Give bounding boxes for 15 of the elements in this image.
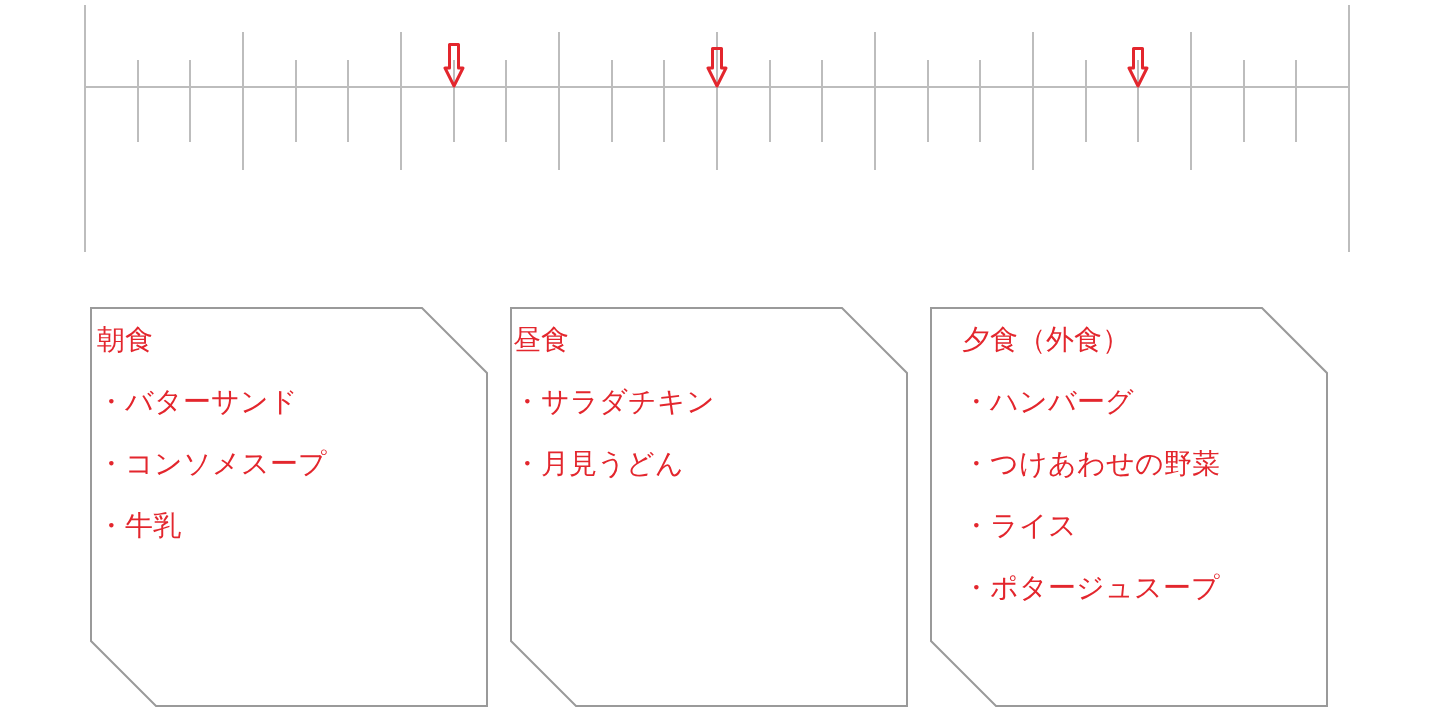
meal-heading: 朝食 xyxy=(97,322,153,358)
menu-item: ・バターサンド xyxy=(97,384,298,420)
menu-item: ・月見うどん xyxy=(513,446,684,482)
menu-item: ・牛乳 xyxy=(97,508,181,544)
menu-item: ・つけあわせの野菜 xyxy=(962,446,1220,482)
meal-heading: 夕食（外食） xyxy=(962,322,1130,358)
menu-item: ・ポタージュスープ xyxy=(962,570,1220,606)
menu-item: ・コンソメスープ xyxy=(97,446,327,482)
menu-item: ・ライス xyxy=(962,508,1077,544)
menu-item: ・ハンバーグ xyxy=(962,384,1134,420)
menu-item: ・サラダチキン xyxy=(513,384,715,420)
menu-card xyxy=(510,307,908,707)
menu-card xyxy=(90,307,488,707)
menu-card xyxy=(930,307,1328,707)
meal-heading: 昼食 xyxy=(513,322,569,358)
